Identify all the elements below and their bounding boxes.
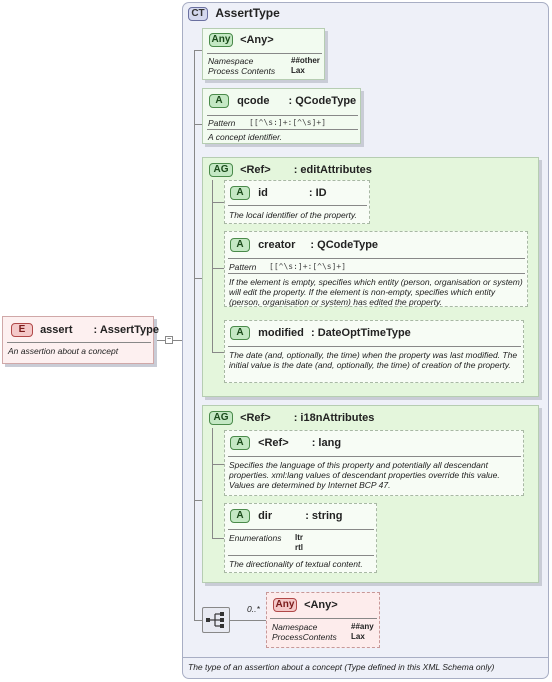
any-namespace-label: Namespace	[208, 56, 254, 66]
id-name: id	[258, 186, 268, 199]
i18n-group-ref: <Ref>	[240, 411, 271, 424]
element-assert-box[interactable]: E assert : AssertType An assertion about…	[2, 316, 159, 364]
id-attribute-box[interactable]: A id : ID The local identifier of the pr…	[224, 180, 370, 224]
connector-seq	[194, 620, 202, 621]
complex-type-badge: CT	[188, 6, 208, 21]
qcode-attribute-box[interactable]: A qcode : QCodeType Pattern [[^\s:]+:[^\…	[202, 88, 361, 144]
dir-name: dir	[258, 509, 273, 522]
any-badge: Any	[209, 33, 233, 47]
element-type: : AssertType	[93, 323, 159, 336]
dir-enum-label: Enumerations	[229, 533, 282, 543]
dir-enum-ltr: ltr	[295, 533, 303, 542]
collapse-toggle[interactable]: −	[165, 336, 173, 344]
creator-pattern: [[^\s:]+:[^\s]+]	[269, 262, 347, 271]
lang-badge: A	[230, 436, 250, 450]
occurrence-label: 0..*	[247, 604, 260, 614]
modified-doc: The date (and, optionally, the time) whe…	[229, 350, 518, 370]
complex-type-name: AssertType	[215, 6, 280, 20]
id-badge: A	[230, 186, 250, 200]
element-header: E assert : AssertType	[11, 323, 159, 337]
any-process-label: Process Contents	[208, 66, 276, 76]
lang-ref: <Ref>	[258, 436, 289, 449]
connector-element-ct	[172, 340, 182, 341]
dir-type: : string	[305, 509, 343, 522]
edit-group-ref: <Ref>	[240, 163, 271, 176]
any-element-box[interactable]: Any <Any> Namespace ##any ProcessContent…	[266, 592, 380, 648]
creator-pattern-label: Pattern	[229, 262, 257, 272]
connector-element	[151, 340, 165, 341]
element-badge: E	[11, 323, 33, 337]
connector-any	[194, 50, 202, 51]
modified-badge: A	[230, 326, 250, 340]
i18n-group-connector	[212, 428, 213, 538]
connector-i18n	[194, 500, 202, 501]
any-element-badge: Any	[273, 598, 297, 612]
sequence-compositor[interactable]	[202, 607, 230, 633]
modified-attribute-box[interactable]: A modified : DateOptTimeType The date (a…	[224, 320, 524, 383]
dir-badge: A	[230, 509, 250, 523]
i18n-group-name: : i18nAttributes	[293, 411, 375, 424]
any-element-name: <Any>	[304, 598, 338, 611]
lang-name: : lang	[311, 436, 342, 449]
connector-edit	[194, 278, 202, 279]
attribute-connector-line	[194, 50, 195, 620]
qcode-doc: A concept identifier.	[208, 132, 283, 142]
any-element-namespace-value: ##any	[351, 622, 374, 631]
qcode-type: : QCodeType	[288, 94, 357, 107]
complex-type-header: CT AssertType	[188, 6, 280, 21]
connector-qcode	[194, 124, 202, 125]
any-attribute-box[interactable]: Any <Any> Namespace ##other Process Cont…	[202, 28, 325, 80]
i18n-group-badge: AG	[209, 411, 233, 425]
complex-type-doc: The type of an assertion about a concept…	[188, 662, 495, 672]
any-namespace-value: ##other	[291, 56, 320, 65]
qcode-name: qcode	[237, 94, 270, 107]
any-element-process-value: Lax	[351, 632, 365, 641]
lang-attribute-box[interactable]: A <Ref> : lang Specifies the language of…	[224, 430, 524, 496]
qcode-pattern-label: Pattern	[208, 118, 236, 128]
dir-doc: The directionality of textual content.	[229, 559, 363, 569]
element-name: assert	[40, 323, 73, 336]
qcode-pattern: [[^\s:]+:[^\s]+]	[249, 118, 327, 127]
element-doc: An assertion about a concept	[8, 346, 119, 356]
any-element-namespace-label: Namespace	[272, 622, 318, 632]
sequence-icon	[206, 612, 224, 628]
any-name: <Any>	[240, 33, 274, 46]
creator-name: creator	[258, 238, 296, 251]
id-doc: The local identifier of the property.	[229, 210, 357, 220]
creator-attribute-box[interactable]: A creator : QCodeType Pattern [[^\s:]+:[…	[224, 231, 528, 307]
dir-attribute-box[interactable]: A dir : string Enumerations ltr rtl The …	[224, 503, 377, 573]
edit-group-badge: AG	[209, 163, 233, 177]
sequence-connector	[230, 620, 266, 621]
creator-doc: If the element is empty, specifies which…	[229, 277, 523, 307]
lang-doc: Specifies the language of this property …	[229, 460, 500, 490]
id-type: : ID	[308, 186, 327, 199]
any-process-value: Lax	[291, 66, 305, 75]
creator-badge: A	[230, 238, 250, 252]
edit-group-name: : editAttributes	[293, 163, 372, 176]
modified-name: modified	[258, 326, 304, 339]
creator-type: : QCodeType	[310, 238, 379, 251]
dir-enum-rtl: rtl	[295, 543, 303, 552]
any-element-process-label: ProcessContents	[272, 632, 337, 642]
qcode-badge: A	[209, 94, 229, 108]
edit-group-connector	[212, 180, 213, 352]
modified-type: : DateOptTimeType	[310, 326, 411, 339]
